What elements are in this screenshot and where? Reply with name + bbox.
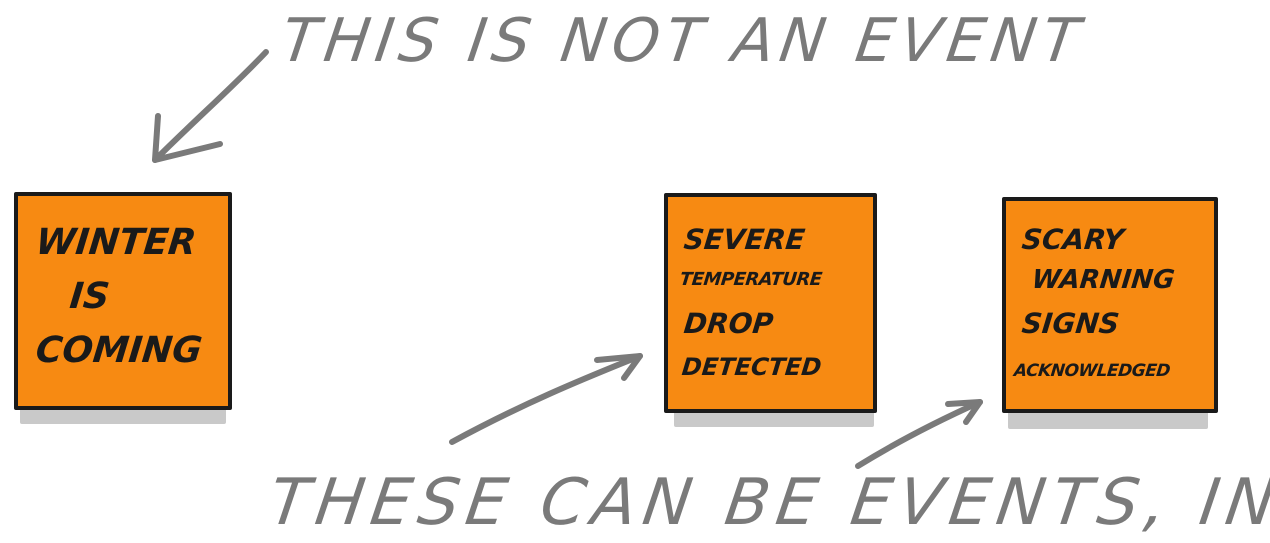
arrow-to-winter-note <box>152 49 269 163</box>
bottom-caption: THESE CAN BE EVENTS, INSTEAD <box>264 466 1270 540</box>
note-body: SEVERE TEMPERATURE DROP DETECTED <box>664 193 877 413</box>
note-body: WINTER IS COMING <box>14 192 232 410</box>
arrow-to-severe-note <box>449 353 643 445</box>
note-body: SCARY WARNING SIGNS ACKNOWLEDGED <box>1002 197 1218 413</box>
arrow-to-scary-note <box>855 399 983 469</box>
